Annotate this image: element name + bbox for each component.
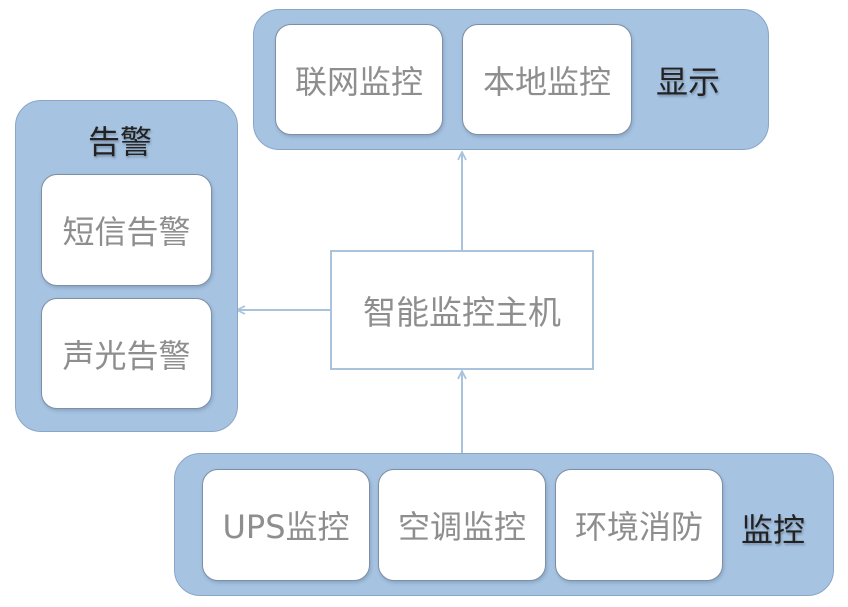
alarm-item-label: 声光告警 <box>62 336 191 375</box>
display-item-network-monitor: 联网监控 <box>275 24 443 135</box>
hub-label: 智能监控主机 <box>363 293 561 332</box>
monitor-group: UPS监控 空调监控 环境消防 监控 <box>174 453 834 596</box>
monitor-item-aircon: 空调监控 <box>378 469 546 581</box>
monitor-group-title: 监控 <box>741 511 806 549</box>
monitor-item-label: 环境消防 <box>574 508 703 546</box>
display-item-label: 本地监控 <box>482 62 611 101</box>
alarm-group: 告警 短信告警 声光告警 <box>15 100 238 432</box>
display-item-label: 联网监控 <box>294 62 423 101</box>
monitor-item-ups: UPS监控 <box>202 469 370 581</box>
display-group-title: 显示 <box>656 63 721 101</box>
hub-box: 智能监控主机 <box>330 250 594 370</box>
monitor-item-label: UPS监控 <box>222 508 350 546</box>
alarm-item-sound-light: 声光告警 <box>41 298 212 409</box>
alarm-group-title: 告警 <box>88 123 153 161</box>
monitor-item-environment-fire: 环境消防 <box>555 469 723 581</box>
alarm-item-sms: 短信告警 <box>41 174 212 286</box>
display-item-local-monitor: 本地监控 <box>462 24 632 135</box>
alarm-item-label: 短信告警 <box>62 213 191 251</box>
monitor-item-label: 空调监控 <box>397 508 526 546</box>
display-group: 联网监控 本地监控 显示 <box>253 9 769 150</box>
